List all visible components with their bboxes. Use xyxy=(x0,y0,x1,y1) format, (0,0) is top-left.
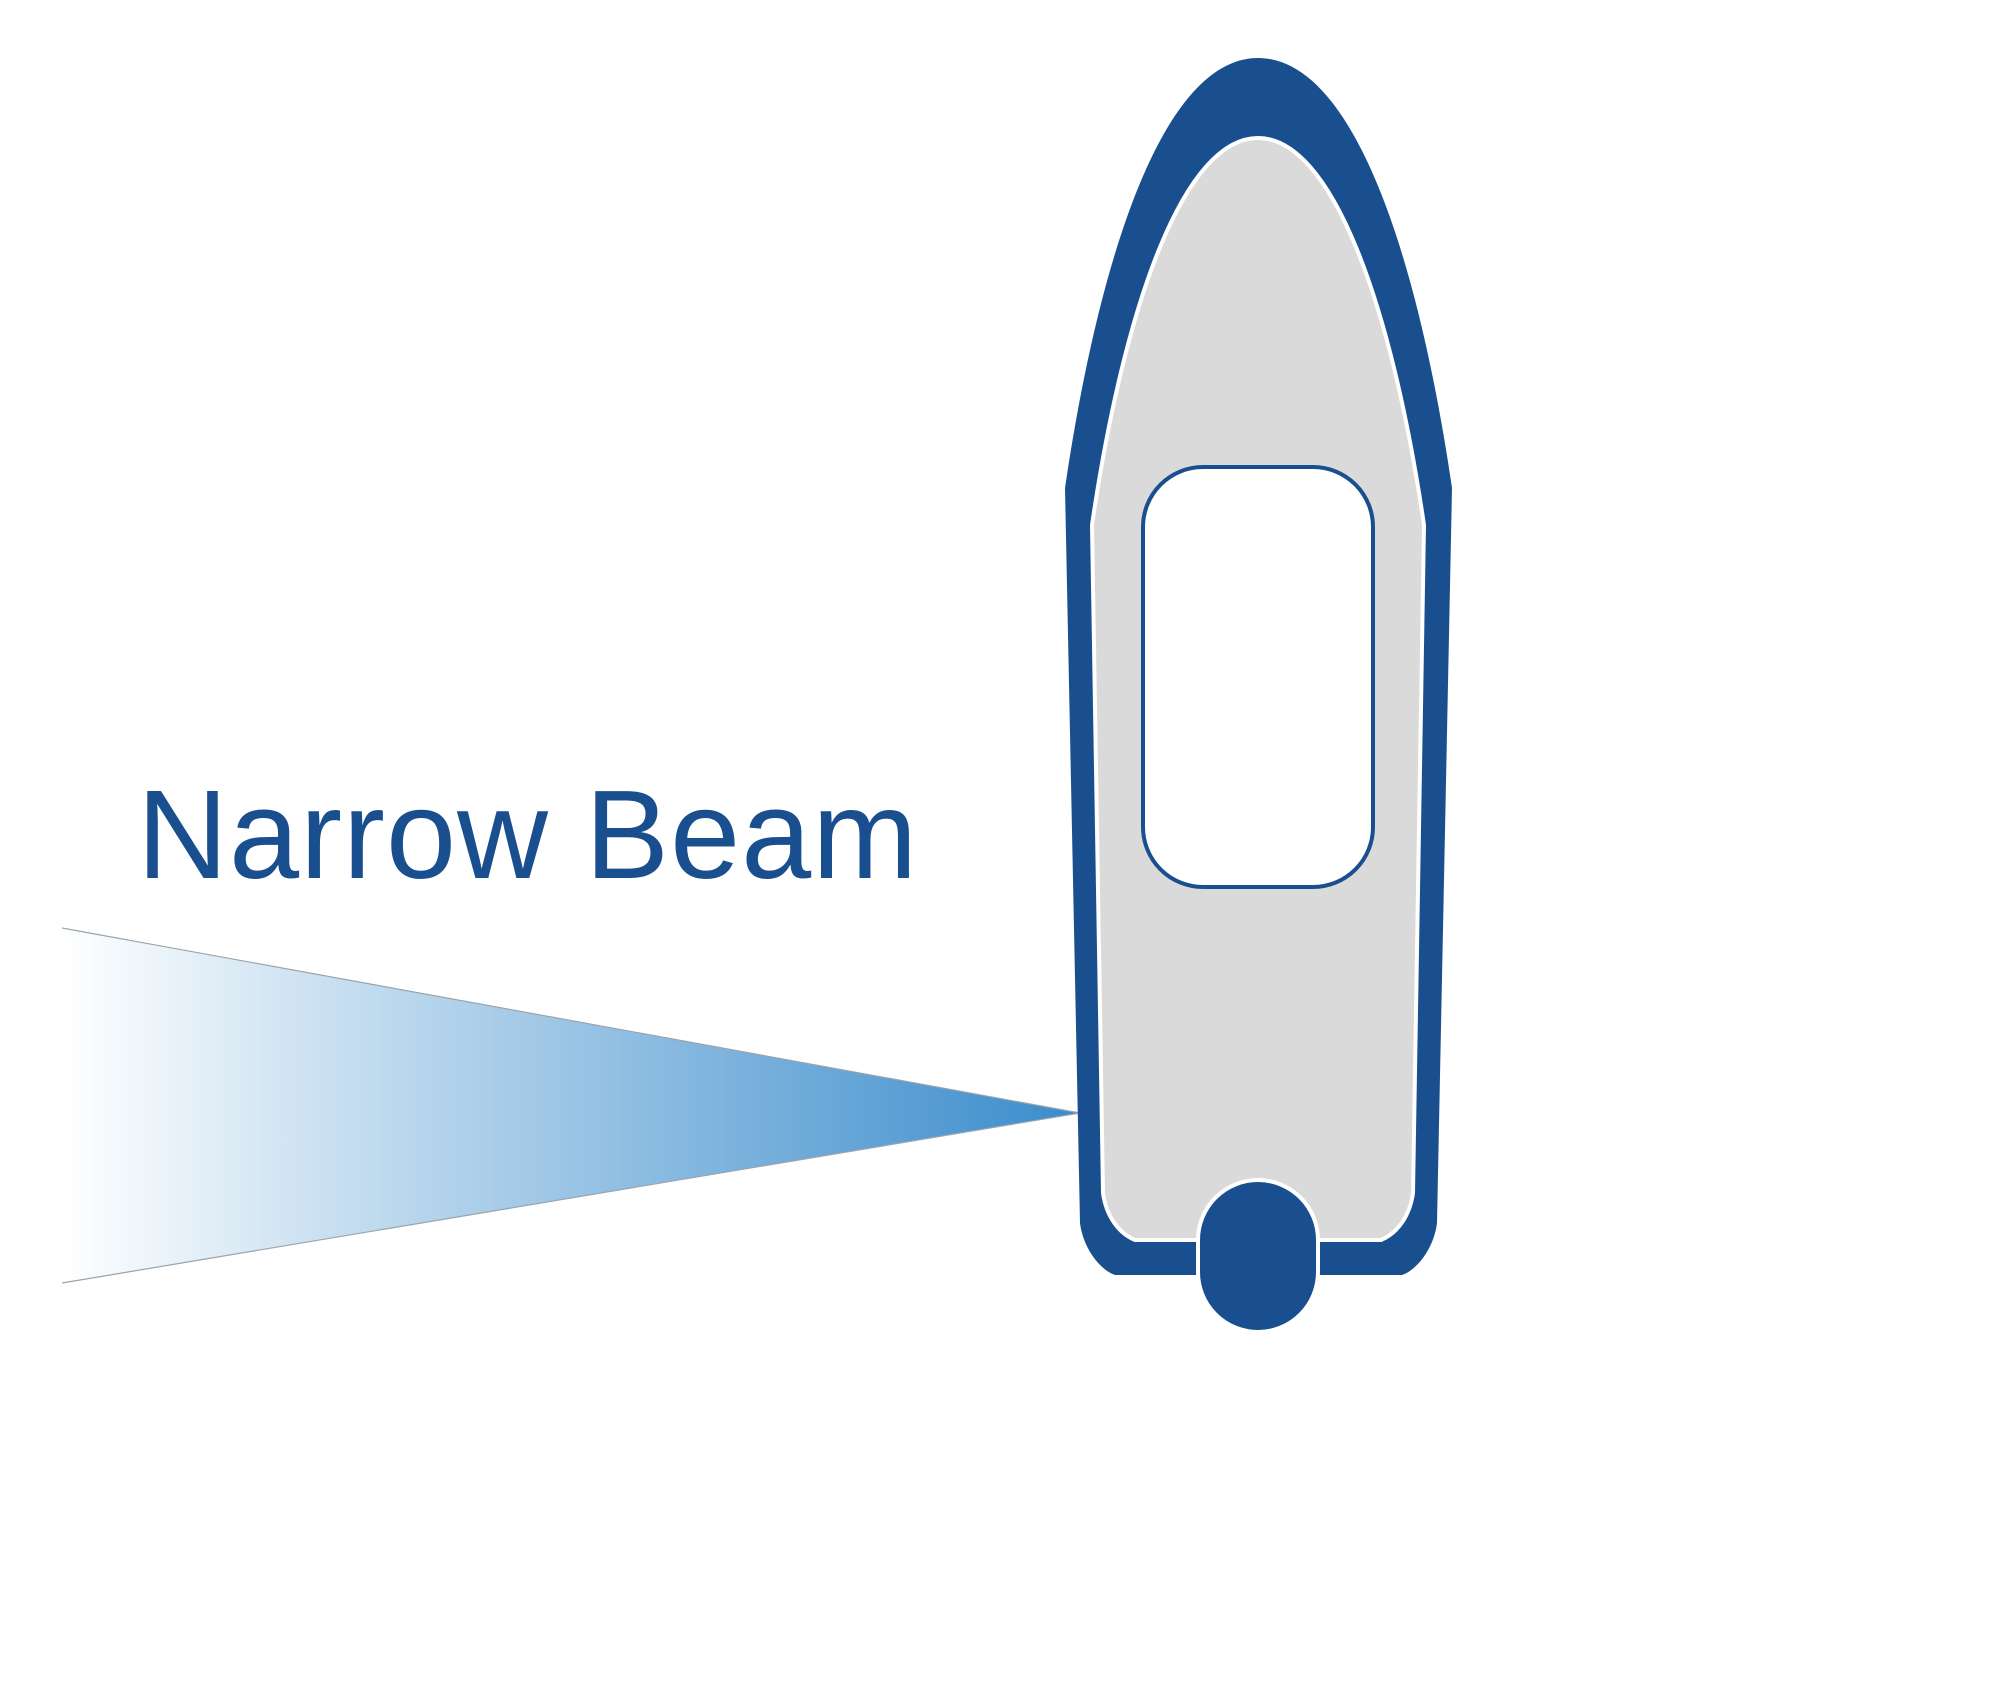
beam-edge-bottom xyxy=(61,1112,1081,1284)
console-icon xyxy=(1141,465,1375,889)
outboard-motor-icon xyxy=(1196,1178,1320,1334)
boat-top-view-icon xyxy=(1065,58,1452,1334)
beam-fill xyxy=(62,928,1080,1283)
beam-label: Narrow Beam xyxy=(137,764,918,905)
beam-edge-top xyxy=(61,927,1081,1114)
sonar-beam-cone xyxy=(61,927,1081,1284)
